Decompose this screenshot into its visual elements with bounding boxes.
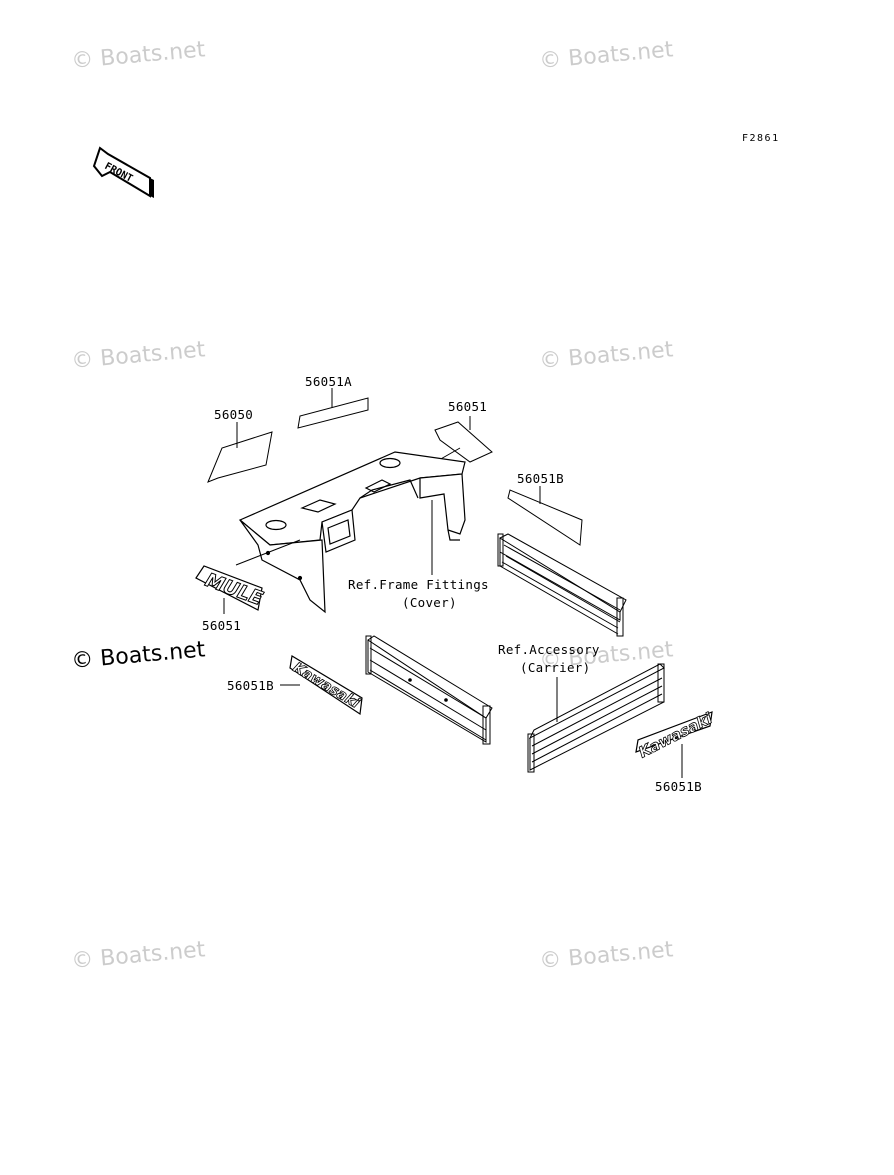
kawasaki-decal-right: Kawasaki bbox=[635, 708, 716, 778]
ref-frame-fittings: Ref.Frame Fittings bbox=[348, 577, 489, 592]
figure-code: F2861 bbox=[742, 133, 780, 144]
watermark: © Boats.net bbox=[70, 937, 206, 974]
part-label-56051b-bottom: 56051B bbox=[655, 779, 702, 794]
side-gate-right bbox=[497, 533, 627, 637]
kawasaki-left-text: Kawasaki bbox=[290, 660, 362, 712]
part-label-56051b-left: 56051B bbox=[227, 678, 274, 693]
kawasaki-decal-left: Kawasaki bbox=[280, 655, 363, 716]
part-label-56051b-right: 56051B bbox=[517, 471, 564, 486]
watermark: © Boats.net bbox=[70, 637, 206, 674]
part-label-56051-top: 56051 bbox=[448, 399, 487, 414]
front-arrow-icon: FRONT bbox=[92, 146, 154, 198]
watermark: © Boats.net bbox=[538, 937, 674, 974]
part-label-56051-mule: 56051 bbox=[202, 618, 241, 633]
mule-decal-text: MULE bbox=[202, 569, 265, 610]
watermark: © Boats.net bbox=[538, 337, 674, 374]
side-gate-middle bbox=[365, 635, 493, 745]
ref-carrier: (Carrier) bbox=[520, 660, 590, 675]
decal-56050 bbox=[207, 422, 273, 483]
tail-gate bbox=[527, 663, 665, 773]
part-label-56050: 56050 bbox=[214, 407, 253, 422]
rear-cover bbox=[238, 451, 466, 614]
decal-56051b-right bbox=[507, 486, 583, 546]
watermark: © Boats.net bbox=[70, 337, 206, 374]
part-label-56051a: 56051A bbox=[305, 374, 352, 389]
ref-frame-cover: (Cover) bbox=[402, 595, 457, 610]
ref-accessory: Ref.Accessory bbox=[498, 642, 600, 657]
decal-56051a bbox=[297, 388, 369, 429]
watermark: © Boats.net bbox=[538, 37, 674, 74]
kawasaki-right-text: Kawasaki bbox=[636, 709, 716, 762]
watermark: © Boats.net bbox=[70, 37, 206, 74]
